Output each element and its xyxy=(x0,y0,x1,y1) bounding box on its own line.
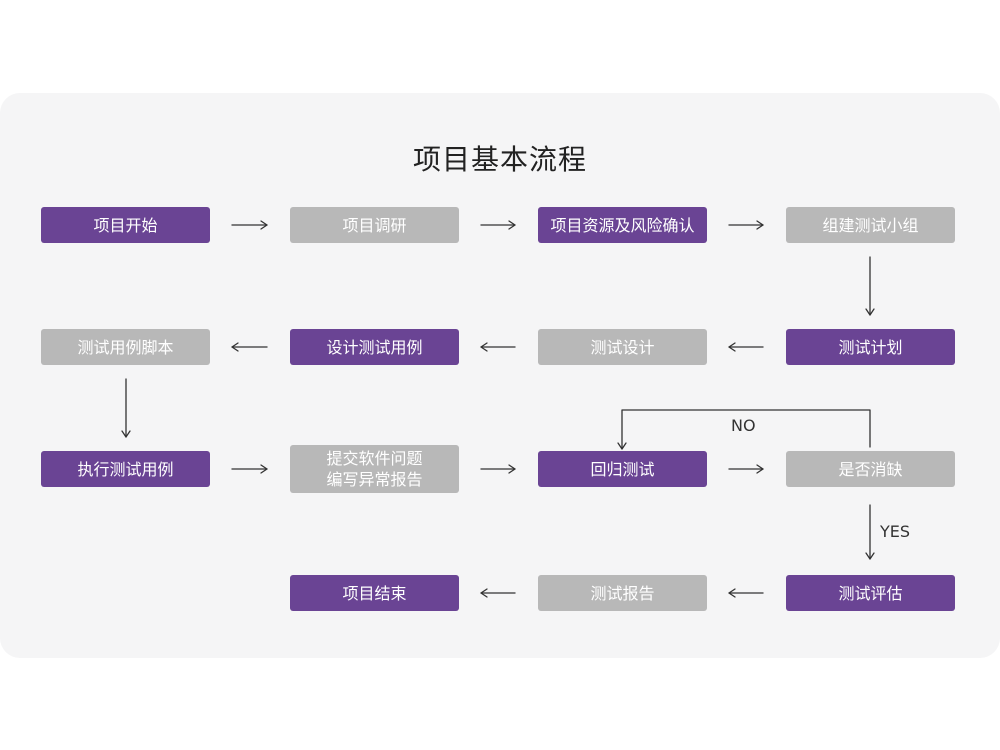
node-regression-test: 回归测试 xyxy=(538,451,707,487)
node-test-design: 测试设计 xyxy=(538,329,707,365)
node-project-research: 项目调研 xyxy=(290,207,459,243)
node-defects-resolved-decision: 是否消缺 xyxy=(786,451,955,487)
node-execute-test-cases: 执行测试用例 xyxy=(41,451,210,487)
label-yes: YES xyxy=(880,522,911,541)
node-project-start: 项目开始 xyxy=(41,207,210,243)
node-resource-risk-confirm: 项目资源及风险确认 xyxy=(538,207,707,243)
label-no: NO xyxy=(731,416,756,435)
node-submit-issues-report: 提交软件问题 编写异常报告 xyxy=(290,445,459,493)
node-test-evaluation: 测试评估 xyxy=(786,575,955,611)
node-test-case-script: 测试用例脚本 xyxy=(41,329,210,365)
node-form-test-team: 组建测试小组 xyxy=(786,207,955,243)
node-project-end: 项目结束 xyxy=(290,575,459,611)
node-design-test-cases: 设计测试用例 xyxy=(290,329,459,365)
node-test-plan: 测试计划 xyxy=(786,329,955,365)
diagram-panel xyxy=(0,93,1000,658)
node-test-report: 测试报告 xyxy=(538,575,707,611)
diagram-title: 项目基本流程 xyxy=(412,143,587,176)
